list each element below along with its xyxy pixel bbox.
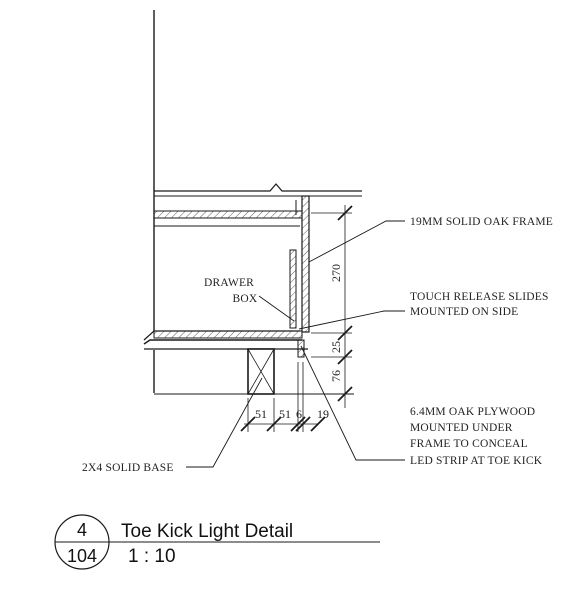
label-solid-base: 2X4 SOLID BASE xyxy=(82,462,174,474)
drawer-top-panel xyxy=(153,210,303,227)
vertical-dimension-chain xyxy=(311,205,353,408)
dim-76: 76 xyxy=(329,370,343,382)
label-drawer: DRAWER xyxy=(204,277,254,289)
label-slides-line1: TOUCH RELEASE SLIDES xyxy=(410,291,549,303)
dim-51-b: 51 xyxy=(279,407,291,421)
label-oak-frame: 19MM SOLID OAK FRAME xyxy=(410,216,553,228)
horizontal-dimension-chain xyxy=(240,362,326,432)
label-box: BOX xyxy=(233,293,258,305)
dim-25: 25 xyxy=(329,341,343,353)
leader-lines xyxy=(186,220,405,468)
oak-plywood-strip xyxy=(297,339,305,358)
label-plywood-line2: MOUNTED UNDER xyxy=(410,422,513,434)
solid-base-2x4 xyxy=(247,348,275,395)
sheet-number: 104 xyxy=(67,546,97,566)
upper-shelf xyxy=(154,183,362,197)
bottom-shelf xyxy=(143,330,308,350)
dim-19: 19 xyxy=(317,407,329,421)
label-slides-line2: MOUNTED ON SIDE xyxy=(410,306,518,318)
label-plywood-line1: 6.4MM OAK PLYWOOD xyxy=(410,406,535,418)
title-block xyxy=(54,514,380,570)
detail-number: 4 xyxy=(77,520,87,540)
label-plywood-line3: FRAME TO CONCEAL xyxy=(410,438,528,450)
dim-270: 270 xyxy=(329,264,343,282)
detail-title: Toe Kick Light Detail xyxy=(121,521,293,542)
detail-scale: 1 : 10 xyxy=(128,546,176,567)
dim-51-a: 51 xyxy=(255,407,267,421)
label-plywood-line4: LED STRIP AT TOE KICK xyxy=(410,455,543,467)
dim-6: 6 xyxy=(296,407,302,421)
oak-frame xyxy=(295,195,310,333)
drawer-box-side xyxy=(289,249,297,329)
